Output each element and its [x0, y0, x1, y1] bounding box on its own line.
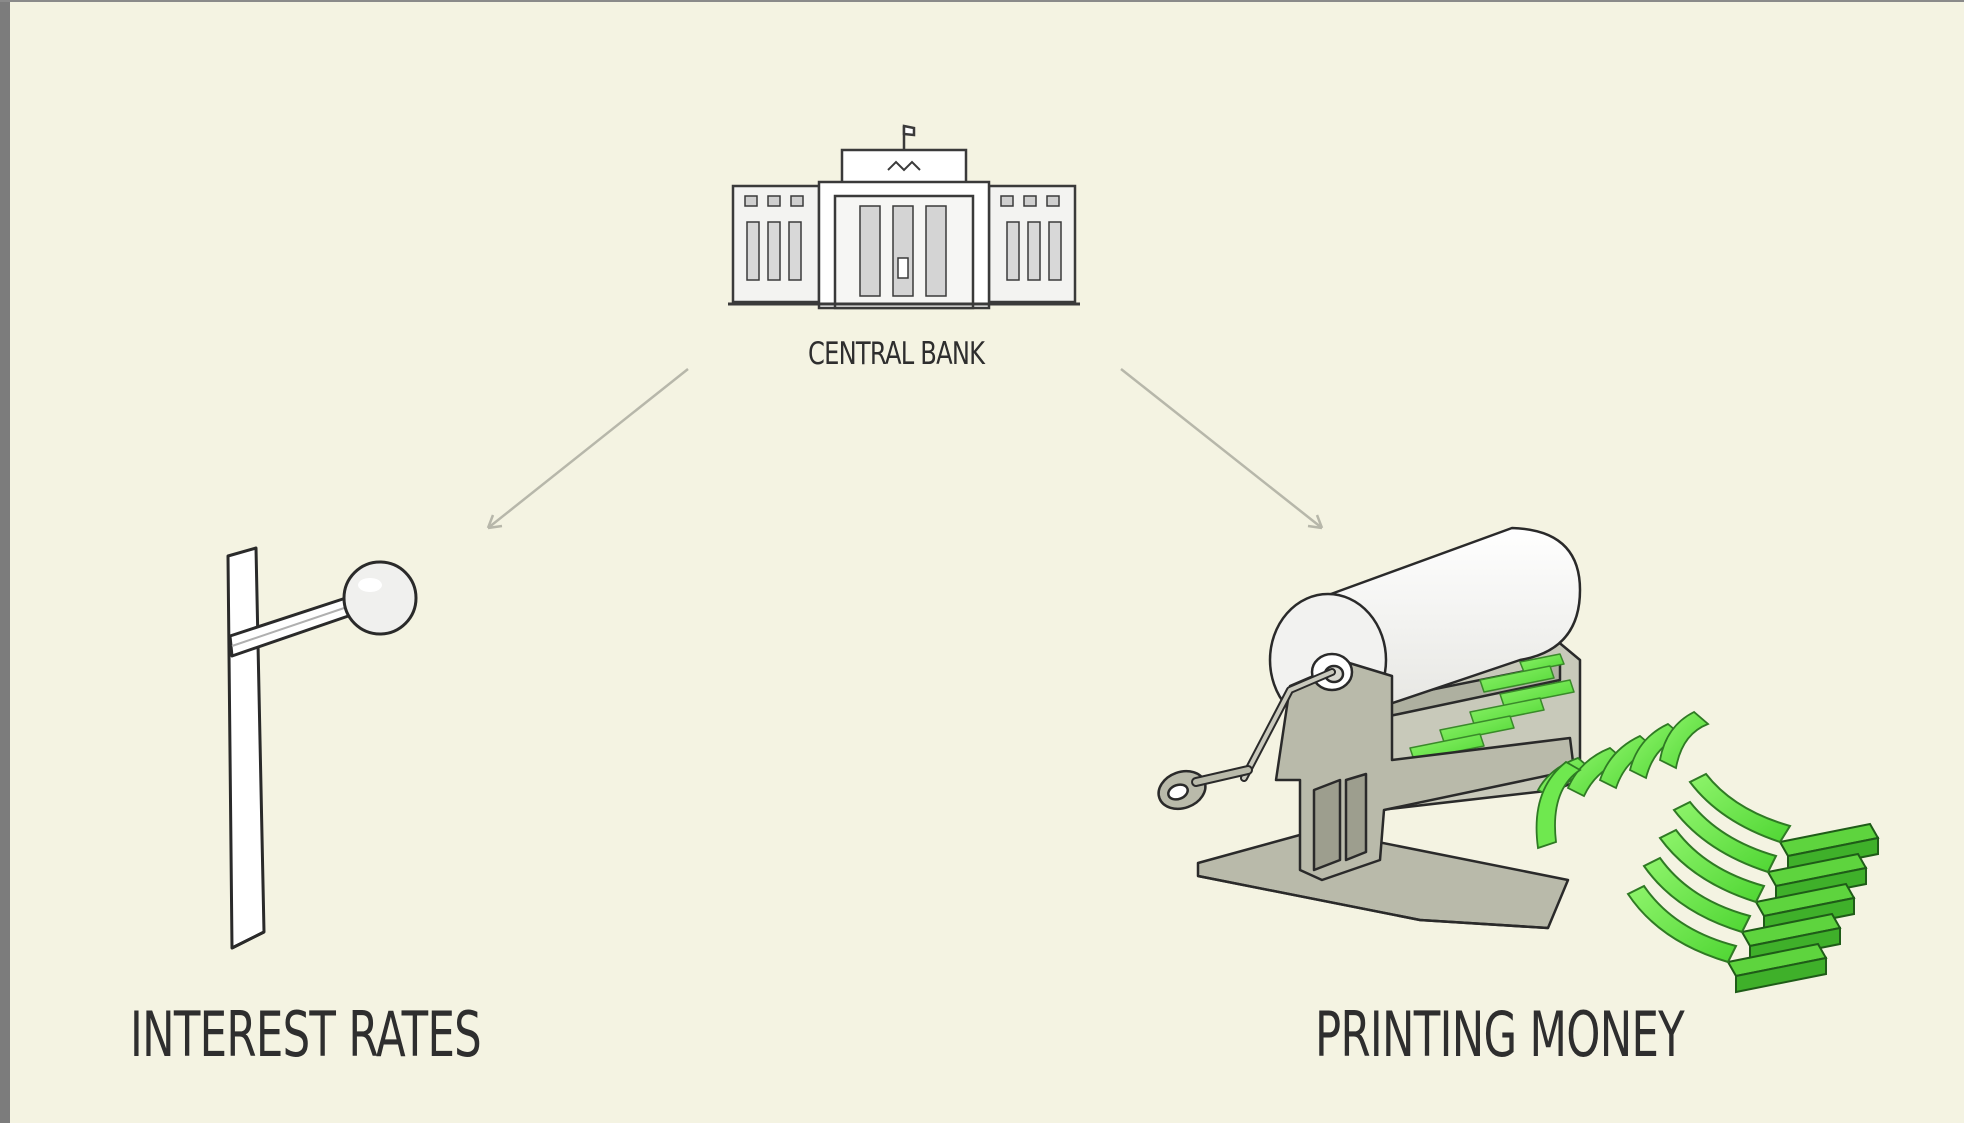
money-stacks-icon [1628, 774, 1878, 992]
central-bank-label: CENTRAL BANK [808, 336, 984, 372]
bank-building-icon [728, 126, 1080, 308]
interest-rates-label: INTEREST RATES [130, 998, 481, 1071]
printing-press-icon [1153, 528, 1580, 928]
lever-icon [228, 548, 416, 948]
arrow-to-printing-money [1121, 369, 1322, 528]
printing-money-label: PRINTING MONEY [1315, 998, 1684, 1071]
arrow-to-interest-rates [488, 369, 688, 528]
